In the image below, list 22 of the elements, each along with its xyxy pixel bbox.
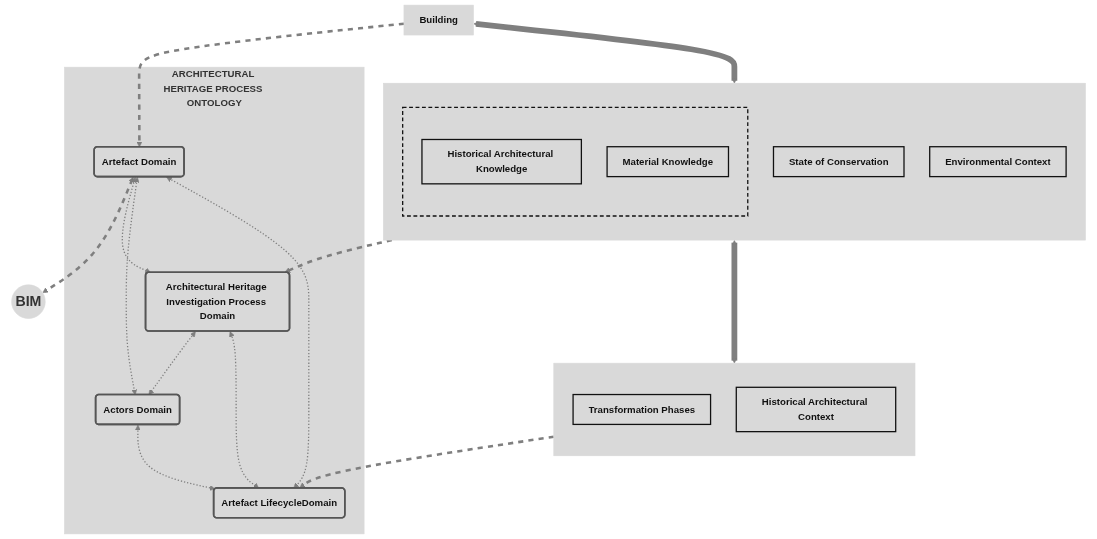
- arrow: [299, 435, 554, 489]
- node-box: Transformation Phases: [572, 393, 712, 426]
- node-box: Material Knowledge: [606, 146, 730, 178]
- cluster: [402, 106, 749, 217]
- node-box: Building: [403, 4, 474, 36]
- arrow: [136, 22, 405, 148]
- cluster: [383, 82, 1086, 241]
- arrow: [135, 424, 216, 491]
- node-box: State of Conservation: [772, 146, 905, 178]
- node-box: Historical Architectural Knowledge: [421, 138, 582, 185]
- node-box: Historical Architectural Context: [735, 386, 897, 433]
- arrow: [42, 176, 134, 293]
- arrow: [125, 176, 140, 396]
- arrow: [121, 176, 151, 274]
- arrow: [473, 21, 738, 84]
- cluster: [553, 362, 916, 457]
- node-circle: BIM: [11, 284, 46, 319]
- arrow: [166, 176, 310, 489]
- arrow: [731, 240, 738, 364]
- arrow: [148, 331, 196, 396]
- arrow: [229, 331, 260, 489]
- node-box: Environmental Context: [929, 146, 1067, 178]
